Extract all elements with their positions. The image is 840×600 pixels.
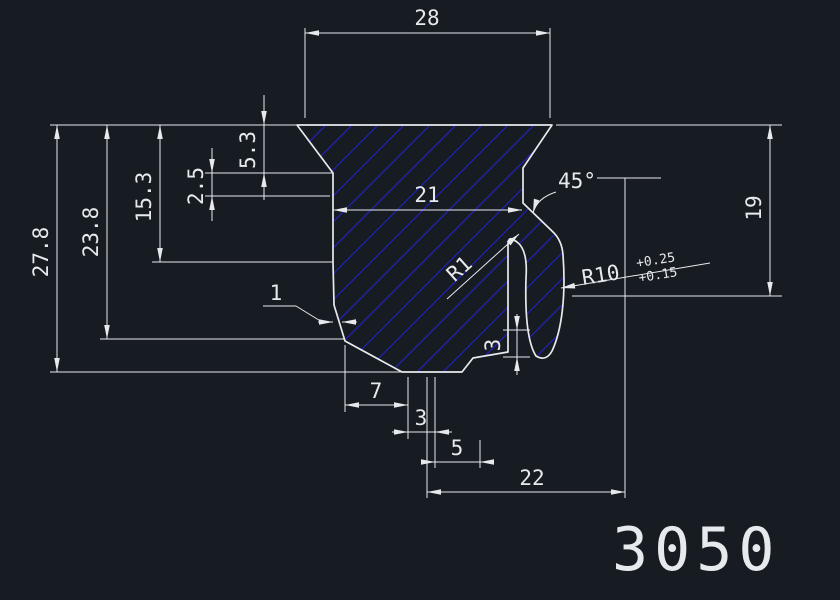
dim-22: 22 (427, 466, 625, 495)
dim-3-step: 3 (481, 314, 520, 375)
dim-5-label: 5 (451, 436, 464, 460)
dim-r10: R10 +0.25 +0.15 (560, 250, 711, 290)
dim-7: 7 (345, 379, 408, 408)
dim-19: 19 (742, 125, 773, 296)
dim-21-label: 21 (414, 183, 439, 207)
dim-28: 28 (305, 6, 550, 36)
dim-5-3: 5.3 (236, 95, 267, 200)
dim-r10-tolerance-upper: +0.25 (635, 250, 676, 271)
dim-45-deg: 45° (532, 169, 661, 214)
dim-2-5: 2.5 (184, 148, 215, 221)
dim-15-3-label: 15.3 (132, 172, 156, 223)
dim-45-label: 45° (558, 169, 596, 193)
dim-15-3: 15.3 (132, 125, 163, 262)
dim-7-label: 7 (370, 379, 383, 403)
dim-19-label: 19 (742, 195, 766, 220)
dim-28-label: 28 (414, 6, 439, 30)
dim-21: 21 (333, 183, 522, 213)
dim-3-step-label: 3 (481, 339, 505, 352)
dim-3-bottom-label: 3 (415, 406, 428, 430)
dim-22-label: 22 (519, 466, 544, 490)
extension-lines (50, 28, 782, 498)
dim-27-8: 27.8 (29, 125, 60, 372)
dim-5: 5 (421, 436, 494, 465)
dim-5-3-label: 5.3 (236, 131, 260, 169)
dim-1: 1 (263, 281, 357, 325)
dim-23-8: 23.8 (79, 125, 110, 339)
drawing-number: 3050 (612, 515, 781, 585)
dim-r10-tolerance-lower: +0.15 (638, 265, 679, 286)
dim-r10-label: R10 (580, 260, 621, 290)
dim-27-8-label: 27.8 (29, 227, 53, 278)
dim-2-5-label: 2.5 (184, 167, 208, 205)
dim-3-bottom: 3 (392, 406, 452, 435)
dim-23-8-label: 23.8 (79, 207, 103, 258)
dim-1-label: 1 (270, 281, 283, 305)
